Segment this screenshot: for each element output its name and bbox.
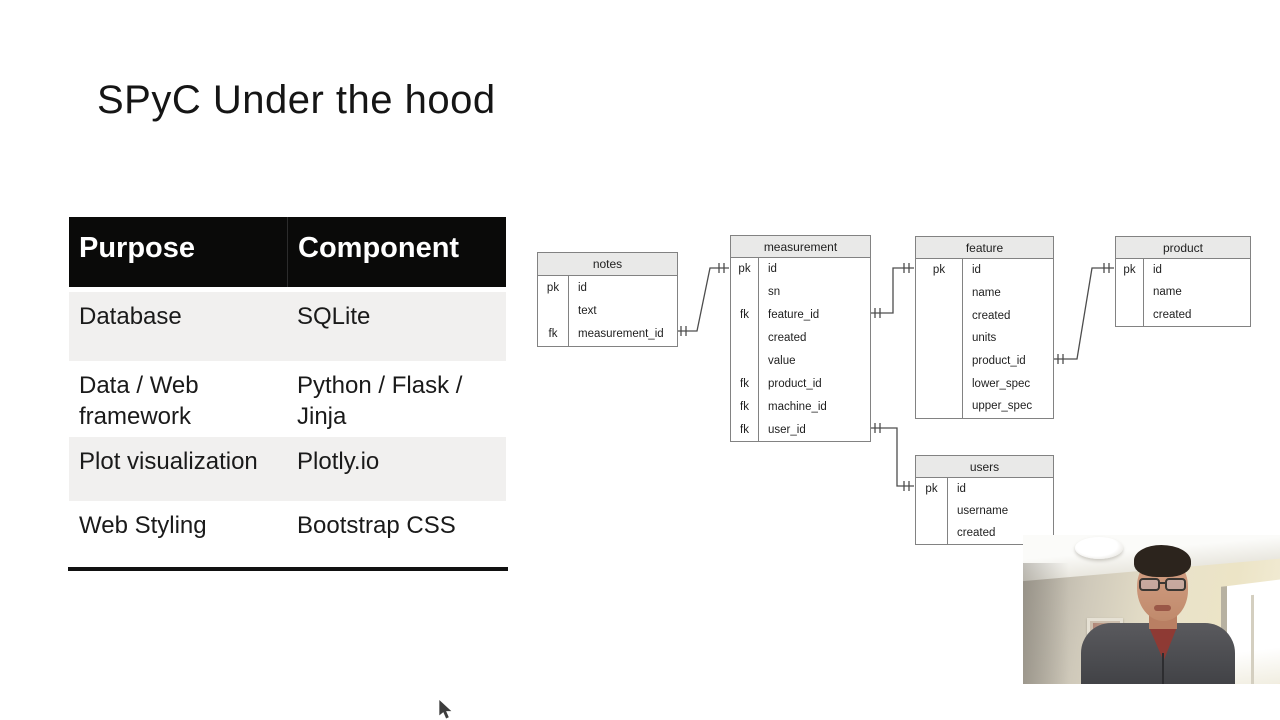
er-column-name: id — [972, 264, 981, 277]
table-row: Database SQLite — [69, 292, 506, 361]
er-key-label: fk — [538, 322, 569, 346]
er-column-name: text — [578, 304, 597, 317]
table-row: Data / Web framework Python / Flask / Ji… — [69, 361, 506, 437]
er-column-name: id — [578, 281, 587, 294]
component-cell: Bootstrap CSS — [297, 512, 456, 539]
component-cell: SQLite — [297, 303, 371, 330]
webcam-wall-shadow — [1023, 563, 1069, 684]
table-row: Web Styling Bootstrap CSS — [69, 501, 506, 559]
er-key-label — [916, 304, 963, 328]
er-key-label — [1116, 303, 1144, 326]
purpose-cell: Web Styling — [79, 512, 207, 539]
table-bottom-rule — [68, 567, 508, 571]
webcam-window-bar — [1251, 594, 1254, 684]
er-column-name: upper_spec — [972, 400, 1033, 413]
er-key-label — [916, 372, 963, 396]
tech-stack-table: Purpose Component Database SQLite Data /… — [68, 217, 508, 571]
column-header-purpose: Purpose — [79, 232, 196, 264]
er-column-name: value — [768, 355, 796, 367]
er-key-label — [916, 500, 948, 522]
er-key-label — [731, 349, 759, 373]
er-key-label — [916, 395, 963, 418]
table-header-row: Purpose Component — [69, 217, 506, 287]
er-key-label — [538, 299, 569, 323]
er-key-label: pk — [916, 259, 963, 282]
purpose-cell: Data / Web framework — [79, 372, 199, 430]
column-header-component: Component — [287, 217, 506, 287]
er-key-label: pk — [538, 276, 569, 300]
er-column-name: units — [972, 332, 997, 345]
table-row: Plot visualization Plotly.io — [69, 437, 506, 501]
er-column-name: measurement_id — [578, 328, 664, 341]
er-column-name: user_id — [768, 423, 806, 436]
er-key-label: pk — [1116, 259, 1144, 282]
er-key-label — [731, 280, 759, 304]
slide-title: SPyC Under the hood — [97, 78, 496, 122]
presenter-glasses — [1165, 578, 1186, 591]
er-key-label — [731, 326, 759, 350]
er-table-title: feature — [916, 237, 1053, 259]
arrow-pointer-icon — [439, 700, 452, 719]
component-cell: Python / Flask / Jinja — [297, 372, 463, 430]
er-column-name: lower_spec — [972, 377, 1031, 390]
er-key-label — [916, 281, 963, 305]
er-key-label: fk — [731, 372, 759, 396]
er-column-name: created — [768, 332, 807, 345]
presenter-hair — [1134, 545, 1191, 577]
er-key-label: fk — [731, 303, 759, 327]
er-column-name: id — [768, 263, 777, 276]
purpose-cell: Plot visualization — [79, 448, 258, 475]
er-column-name: name — [972, 287, 1001, 300]
er-key-label: fk — [731, 395, 759, 419]
er-key-label — [916, 522, 948, 544]
er-column-name: feature_id — [768, 309, 820, 322]
er-key-label — [916, 349, 963, 373]
er-key-label: pk — [731, 258, 759, 281]
er-column-name: sn — [768, 286, 781, 299]
er-column-name: machine_id — [768, 400, 827, 413]
er-table-title: users — [916, 456, 1053, 478]
webcam-overlay — [1023, 535, 1280, 684]
er-table-title: measurement — [731, 236, 870, 258]
component-cell: Plotly.io — [297, 448, 380, 475]
er-table-title: notes — [538, 253, 677, 276]
er-column-name: name — [1153, 286, 1182, 299]
smoke-detector — [1075, 537, 1123, 559]
er-key-label: fk — [731, 418, 759, 442]
er-key-label — [1116, 281, 1144, 304]
er-key-label: pk — [916, 478, 948, 500]
er-column-name: created — [972, 309, 1011, 322]
er-column-name: username — [957, 505, 1009, 517]
er-column-name: id — [957, 483, 966, 495]
purpose-cell: Database — [79, 303, 182, 330]
presenter-jacket-zipper — [1162, 653, 1164, 684]
er-column-name: id — [1153, 264, 1162, 277]
presenter-glasses-bridge — [1159, 582, 1166, 584]
presenter-glasses — [1139, 578, 1160, 591]
er-column-name: product_id — [768, 377, 822, 390]
er-table-title: product — [1116, 237, 1250, 259]
er-column-name: product_id — [972, 355, 1026, 368]
er-key-label — [916, 327, 963, 350]
presenter-mouth — [1154, 605, 1171, 611]
er-column-name: created — [1153, 308, 1192, 321]
